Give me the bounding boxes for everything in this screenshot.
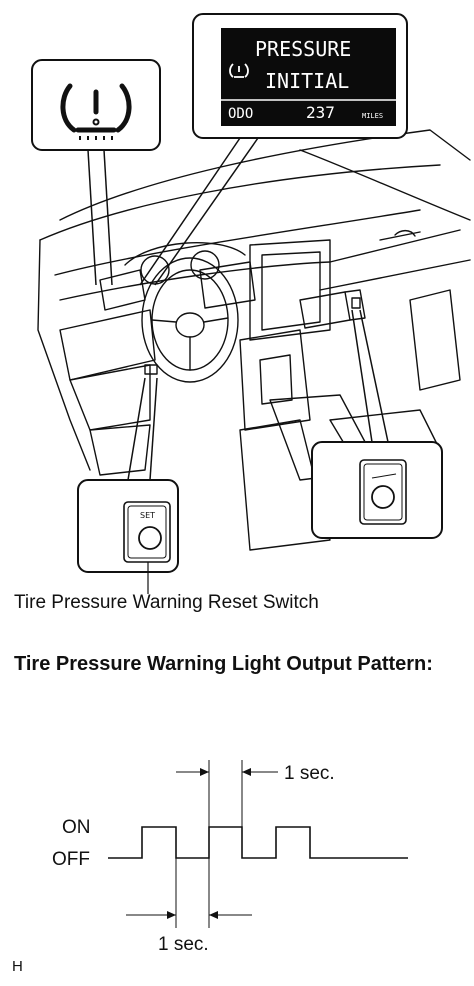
reset-switch-callout: SET — [77, 377, 179, 594]
display-line2: INITIAL — [265, 69, 349, 93]
on-label: ON — [62, 817, 91, 838]
top-interval-label: 1 sec. — [284, 763, 335, 784]
warning-light-callout — [31, 59, 161, 286]
display-line1: PRESSURE — [255, 37, 351, 61]
tpms-small-icon — [229, 63, 249, 78]
display-callout: PRESSURE INITIAL ODO 237 MILES — [139, 13, 408, 286]
steering-wheel — [141, 257, 239, 383]
glovebox-switch-icon — [359, 459, 407, 525]
odo-value: 237 — [306, 103, 335, 122]
output-pattern-waveform: ON OFF 1 sec. 1 sec. — [52, 760, 408, 955]
top-arrowhead-right — [242, 768, 251, 776]
figure-code: H — [12, 958, 23, 975]
odo-label: ODO — [228, 106, 253, 122]
bottom-arrowhead-left — [167, 911, 176, 919]
glovebox-switch-location — [351, 297, 361, 309]
glovebox-switch-callout — [311, 309, 443, 539]
pattern-heading: Tire Pressure Warning Light Output Patte… — [14, 653, 433, 675]
tpms-warning-icon — [60, 83, 132, 133]
odo-unit: MILES — [362, 112, 383, 120]
off-label: OFF — [52, 849, 90, 870]
reset-switch-icon: SET — [123, 501, 171, 563]
top-arrowhead-left — [200, 768, 209, 776]
reset-switch-location — [144, 364, 158, 375]
reset-switch-caption: Tire Pressure Warning Reset Switch — [14, 592, 319, 613]
switch-label: SET — [140, 511, 155, 520]
dashboard-illustration: PRESSURE INITIAL ODO 237 MILES SET — [31, 13, 471, 594]
bottom-arrowhead-right — [209, 911, 218, 919]
bottom-interval-label: 1 sec. — [158, 934, 209, 955]
lcd-display — [221, 28, 396, 126]
waveform-signal — [108, 826, 408, 859]
